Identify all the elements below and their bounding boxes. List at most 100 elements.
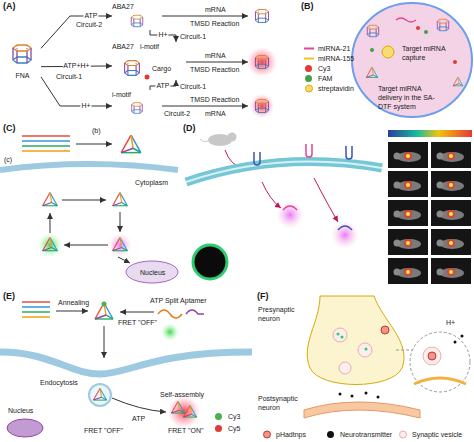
reaction-arrow xyxy=(162,16,248,106)
synaptic-vesicle xyxy=(333,328,347,342)
reaction-arrow xyxy=(186,62,248,63)
annotation-label: ATP Split Aptamer xyxy=(150,296,207,305)
imaging-panel xyxy=(431,258,471,284)
legend-swatch xyxy=(305,75,312,82)
dna-strand xyxy=(22,150,70,152)
dna-cage xyxy=(13,15,143,113)
fluorescence-glow xyxy=(276,201,304,229)
annotation-label: FRET "OFF" xyxy=(84,426,123,435)
dna-strand xyxy=(22,301,50,303)
legend-sample xyxy=(304,48,314,50)
dna-tetrahedron xyxy=(183,405,196,417)
legend-sample-space xyxy=(398,431,408,438)
legend-swatch xyxy=(215,413,222,420)
legend-text: Neurotransmitter xyxy=(340,430,392,439)
legend-sample xyxy=(306,85,313,92)
imaging-panel xyxy=(388,200,428,226)
arrow-label: ATP+H+ xyxy=(62,62,90,70)
fluorescence-glow xyxy=(331,221,359,249)
annotation-label: mRNA xyxy=(205,5,226,14)
dye-dot xyxy=(416,26,420,30)
structure-label: i-motif xyxy=(140,42,159,51)
reaction-arrow xyxy=(162,106,248,107)
neurotransmitter xyxy=(351,395,354,398)
annotation-label: TMSD Reaction xyxy=(190,19,239,28)
legend-item: pHadtnps xyxy=(262,430,306,439)
panel: (A)FNAABA27ABA27i-motifCargoi-motif xyxy=(0,0,298,120)
dna-tetrahedron xyxy=(113,238,128,251)
dna-strand xyxy=(22,140,70,142)
cycle-arrow xyxy=(50,213,51,233)
legend-item: Cy5 xyxy=(214,424,240,433)
split-aptamer xyxy=(158,310,182,318)
cycle-arrow xyxy=(120,212,121,232)
annotation-label: (c) xyxy=(4,155,12,164)
annotation-label: Postsynaptic neuron xyxy=(258,394,302,412)
cell-membrane xyxy=(0,352,252,374)
annotation-label: Cytoplasm xyxy=(135,178,168,187)
annotation-label: FRET "ON" xyxy=(168,426,204,435)
mirna-strand xyxy=(396,18,416,22)
synaptic-vesicle xyxy=(333,328,372,374)
dye-dot xyxy=(424,30,428,34)
annotation-label: Presynaptic neuron xyxy=(258,305,304,323)
annotation-label: mRNA xyxy=(205,109,226,118)
dna-cage xyxy=(131,15,142,26)
dna-strand xyxy=(22,316,50,318)
process-arrow xyxy=(104,326,105,358)
structure-node: ABA27i-motifCargo xyxy=(112,42,186,80)
cycle-arrow xyxy=(50,200,130,263)
neurotransmitter xyxy=(365,392,368,395)
arrow-label: H+ xyxy=(157,31,168,39)
dye-dot xyxy=(102,302,107,307)
annotation-label: H+ xyxy=(446,318,455,327)
hairpin-probe xyxy=(338,226,352,230)
legend-text: Synaptic vesicle xyxy=(412,430,462,439)
imaging-panel xyxy=(431,229,471,255)
imaging-panel xyxy=(431,200,471,226)
structure-label: ABA27 xyxy=(112,42,134,51)
annotation-label: FRET "OFF" xyxy=(118,318,157,327)
dna-tetrahedron xyxy=(43,193,58,206)
annotation-label: Nucleus xyxy=(8,406,33,415)
nanostructure xyxy=(367,25,378,36)
annotation-label: TMSD Reaction xyxy=(190,65,239,74)
nanostructure xyxy=(366,67,377,77)
nanostructure xyxy=(453,77,463,86)
reaction-arrow xyxy=(150,30,176,42)
imaging-panel xyxy=(431,142,471,168)
nanoparticle xyxy=(337,333,368,351)
imaging-panel xyxy=(388,142,471,284)
dna-tetrahedron xyxy=(43,238,58,251)
hairpin-probe xyxy=(254,152,260,165)
hairpin-probe xyxy=(306,144,312,157)
synaptic-vesicle xyxy=(423,347,441,365)
zoom-circle xyxy=(410,332,470,392)
annotation-label: Circuit-1 xyxy=(180,82,206,91)
streptavidin-ball xyxy=(382,46,394,58)
process-arrow xyxy=(76,144,112,145)
dna-tetrahedron xyxy=(43,193,128,251)
legend-sample-space xyxy=(304,85,314,92)
annotation-label: Circuit-2 xyxy=(76,20,102,29)
hairpin-probe xyxy=(346,146,352,159)
uptake-arrow xyxy=(262,178,338,222)
panel: (D) xyxy=(180,122,474,290)
legend-text: Cy5 xyxy=(228,424,240,433)
dna-tetrahedron xyxy=(113,193,128,206)
synaptic-vesicle xyxy=(358,343,372,357)
fusing-membrane xyxy=(414,378,466,384)
panel-label: (E) xyxy=(3,291,15,302)
dna-strand xyxy=(22,311,50,313)
legend-item: miRNA-21 xyxy=(304,44,350,53)
nanostructure xyxy=(366,19,463,86)
legend-sample-space xyxy=(304,45,314,52)
nucleus-shape xyxy=(7,419,43,437)
dye-dot xyxy=(453,60,457,64)
process-arrow xyxy=(112,398,166,412)
neurotransmitter xyxy=(461,335,464,338)
dna-strand xyxy=(22,306,50,308)
fluorescence-glow xyxy=(108,233,132,257)
annotation-label: Target miRNA delivery in the SA-DTF syst… xyxy=(378,84,446,111)
uptake-arrow xyxy=(262,182,281,208)
